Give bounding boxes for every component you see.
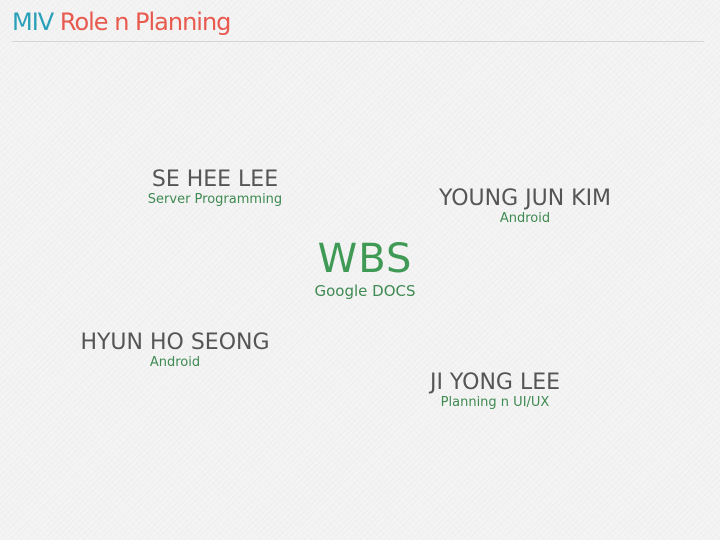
person-role: Planning n UI/UX — [440, 395, 550, 410]
person-name: HYUN HO SEONG — [80, 330, 270, 355]
wbs-title: WBS — [317, 236, 413, 282]
person-se-hee-lee: SE HEE LEE Server Programming — [110, 168, 320, 208]
person-role: Server Programming — [147, 192, 283, 207]
person-name: YOUNG JUN KIM — [438, 186, 612, 211]
person-name: SE HEE LEE — [151, 167, 279, 192]
person-hyun-ho-seong: HYUN HO SEONG Android — [70, 331, 280, 371]
title-divider — [12, 41, 704, 42]
person-name: JI YONG LEE — [429, 370, 561, 395]
wbs-block: WBS Google DOCS — [300, 236, 430, 300]
person-role: Android — [499, 211, 551, 226]
title-rest: Role n Planning — [59, 8, 232, 36]
title-prefix: MIV — [12, 8, 54, 36]
person-young-jun-kim: YOUNG JUN KIM Android — [420, 187, 630, 227]
person-ji-yong-lee: JI YONG LEE Planning n UI/UX — [390, 371, 600, 411]
person-role: Android — [149, 355, 201, 370]
slide-title: MIV Role n Planning — [12, 8, 232, 36]
wbs-subtitle: Google DOCS — [314, 282, 416, 300]
